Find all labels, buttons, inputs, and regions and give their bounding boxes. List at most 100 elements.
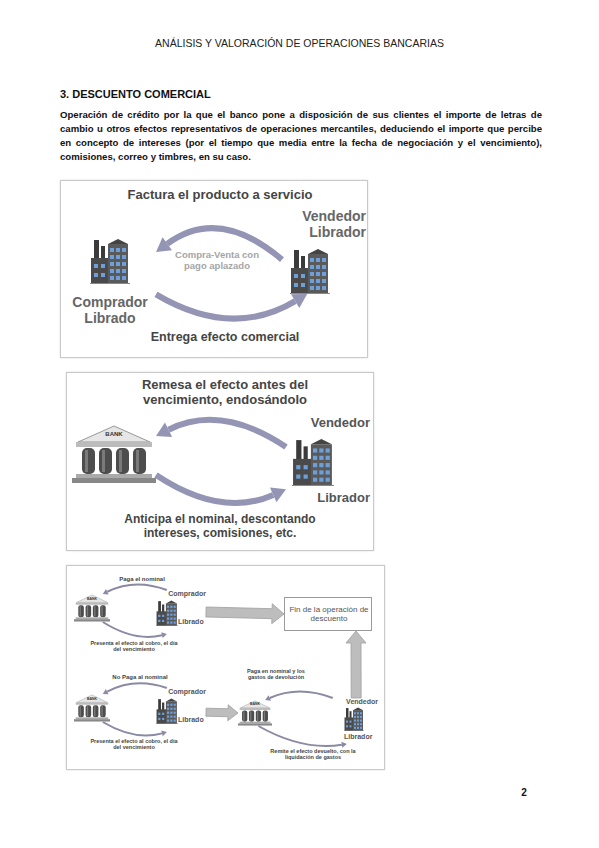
bank-pediment bbox=[78, 426, 150, 442]
curved-arrow bbox=[258, 726, 346, 748]
window bbox=[310, 258, 314, 262]
node-text: BANK bbox=[96, 431, 132, 438]
window bbox=[170, 606, 172, 608]
factory-icon bbox=[156, 698, 178, 724]
window bbox=[174, 712, 176, 714]
window bbox=[110, 276, 114, 280]
window bbox=[110, 262, 114, 266]
window bbox=[122, 269, 126, 273]
window bbox=[167, 704, 169, 706]
window bbox=[322, 258, 326, 262]
edge-label: Factura el producto a servicio bbox=[90, 188, 350, 203]
window bbox=[116, 269, 120, 273]
chimney bbox=[162, 703, 164, 711]
window bbox=[346, 725, 348, 727]
node-text: Comprador bbox=[150, 688, 206, 696]
window bbox=[167, 618, 169, 620]
bank-step bbox=[76, 717, 109, 719]
window bbox=[158, 718, 160, 720]
edge-label: No Paga al nominal bbox=[108, 674, 172, 681]
ground-line bbox=[156, 723, 178, 724]
factory-tower bbox=[166, 603, 177, 626]
node-text: Librador bbox=[286, 491, 370, 506]
window bbox=[296, 465, 300, 469]
window bbox=[360, 716, 362, 718]
node-text: Vendedor bbox=[286, 416, 370, 431]
node-text: Comprador bbox=[150, 590, 206, 598]
curved-arrow bbox=[265, 691, 333, 700]
actor-node: Vendedor Librador bbox=[282, 208, 366, 294]
window bbox=[170, 704, 172, 706]
bank-column bbox=[249, 710, 254, 721]
window bbox=[167, 708, 169, 710]
window bbox=[116, 248, 120, 252]
bank-column bbox=[86, 705, 92, 717]
chimney bbox=[346, 708, 349, 718]
window bbox=[167, 614, 169, 616]
factory-hall bbox=[91, 258, 109, 284]
window bbox=[174, 610, 176, 612]
node-text: Fin de la operación de descuento bbox=[288, 605, 370, 623]
window bbox=[110, 255, 114, 259]
window bbox=[313, 463, 317, 467]
bank-column bbox=[256, 710, 261, 721]
window bbox=[94, 273, 98, 277]
window bbox=[301, 283, 305, 287]
bank-step bbox=[76, 474, 152, 478]
node-text: Comprador Librado bbox=[64, 294, 156, 326]
chimney bbox=[94, 240, 99, 260]
ground-line bbox=[344, 730, 364, 731]
factory-icon bbox=[90, 238, 130, 284]
window bbox=[167, 712, 169, 714]
window bbox=[116, 276, 120, 280]
window bbox=[360, 712, 362, 714]
actor-node: CompradorLibrado bbox=[150, 590, 206, 634]
bank-node: BANK bbox=[238, 700, 272, 726]
column-highlight bbox=[80, 706, 81, 716]
bank-node: BANK bbox=[74, 594, 110, 622]
column-highlight bbox=[85, 450, 88, 472]
bank-column bbox=[100, 605, 106, 617]
window bbox=[357, 712, 359, 714]
factory-roof bbox=[311, 439, 332, 444]
block-arrow-shape bbox=[346, 631, 366, 698]
window bbox=[174, 716, 176, 718]
window bbox=[310, 265, 314, 269]
window bbox=[174, 704, 176, 706]
arrow-head bbox=[270, 488, 286, 503]
window bbox=[304, 465, 308, 469]
window bbox=[326, 456, 330, 460]
column-highlight bbox=[257, 711, 258, 721]
ground-line bbox=[292, 485, 334, 486]
window bbox=[174, 621, 176, 623]
edge-label: Anticipa el nominal, descontando interes… bbox=[108, 513, 332, 541]
arrow-head bbox=[161, 632, 167, 638]
node-text: Librado bbox=[178, 618, 206, 626]
window bbox=[310, 272, 314, 276]
window bbox=[326, 478, 330, 482]
bank-column bbox=[99, 448, 112, 474]
bank-step bbox=[72, 478, 156, 483]
window bbox=[316, 265, 320, 269]
chimney bbox=[294, 250, 299, 270]
window bbox=[360, 723, 362, 725]
window bbox=[122, 248, 126, 252]
chimney bbox=[304, 446, 308, 461]
window bbox=[158, 620, 160, 622]
window bbox=[158, 713, 160, 715]
window bbox=[354, 723, 356, 725]
process-box: Fin de la operación de descuento bbox=[284, 597, 372, 631]
factory-icon bbox=[292, 438, 334, 486]
window bbox=[316, 286, 320, 290]
ground-line bbox=[290, 293, 330, 294]
curved-arrow bbox=[156, 420, 286, 447]
window bbox=[316, 279, 320, 283]
window bbox=[174, 618, 176, 620]
window bbox=[322, 279, 326, 283]
window bbox=[162, 615, 164, 617]
edge-label: Presenta el efecto al cobro, el día del … bbox=[86, 738, 182, 751]
window bbox=[354, 716, 356, 718]
arrow-shaft bbox=[169, 420, 286, 447]
window bbox=[350, 725, 352, 727]
factory-hall bbox=[293, 459, 312, 486]
